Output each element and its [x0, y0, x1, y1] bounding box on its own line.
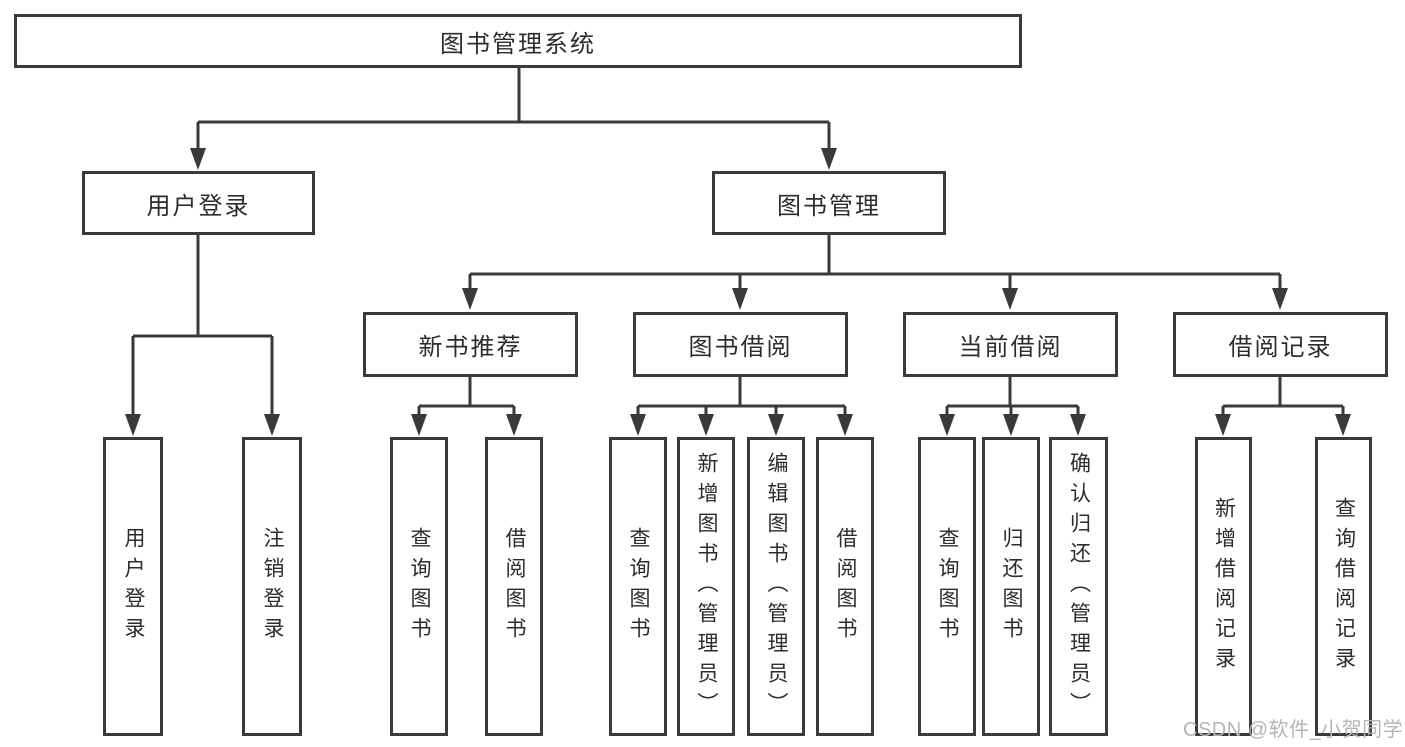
- leaf-label: 确认归还（管理员）: [1067, 451, 1091, 722]
- node-label: 借阅记录: [1228, 334, 1333, 361]
- leaf-query-books: 查询图书: [390, 437, 448, 736]
- node-borrowing-records: 借阅记录: [1173, 312, 1388, 377]
- node-book-borrowing: 图书借阅: [633, 312, 848, 377]
- leaf-borrow-books: 借阅图书: [485, 437, 543, 736]
- leaf-query-borrow-record: 查询借阅记录: [1315, 437, 1372, 736]
- leaf-label: 编辑图书（管理员）: [765, 451, 788, 722]
- leaf-label: 查询图书: [627, 526, 650, 647]
- connector-book-borrow-branch: [630, 377, 853, 436]
- leaf-add-books-admin: 新增图书（管理员）: [677, 437, 735, 736]
- leaf-return-books: 归还图书: [982, 437, 1040, 736]
- leaf-confirm-return-admin: 确认归还（管理员）: [1049, 437, 1108, 736]
- leaf-label: 查询图书: [936, 526, 959, 647]
- connector-user-login-branch: [125, 235, 280, 436]
- node-label: 新书推荐: [418, 334, 523, 361]
- leaf-label: 查询图书: [408, 526, 431, 647]
- node-label: 图书借阅: [688, 334, 793, 361]
- node-label: 图书管理系统: [440, 30, 596, 58]
- leaf-label: 用户登录: [122, 526, 145, 647]
- leaf-label: 注销登录: [261, 526, 284, 647]
- connector-book-mgmt-branch: [462, 235, 1288, 310]
- leaf-edit-books-admin: 编辑图书（管理员）: [747, 437, 805, 736]
- leaf-label: 新增图书（管理员）: [695, 451, 718, 722]
- leaf-logout: 注销登录: [242, 437, 302, 736]
- node-label: 用户登录: [146, 192, 251, 220]
- node-label: 当前借阅: [958, 334, 1063, 361]
- leaf-label: 新增借阅记录: [1212, 496, 1236, 677]
- leaf-add-borrow-record: 新增借阅记录: [1195, 437, 1252, 736]
- connector-root-branch: [190, 68, 837, 170]
- leaf-label: 归还图书: [1000, 526, 1023, 647]
- connector-current-borrow-branch: [939, 377, 1086, 436]
- node-current-borrowing: 当前借阅: [903, 312, 1118, 377]
- connector-borrow-record-branch: [1215, 377, 1351, 436]
- node-label: 图书管理: [777, 192, 881, 220]
- node-new-book-recommendation: 新书推荐: [363, 312, 578, 377]
- leaf-user-login: 用户登录: [103, 437, 163, 736]
- node-library-management-system: 图书管理系统: [14, 14, 1022, 68]
- leaf-query-books: 查询图书: [609, 437, 667, 736]
- leaf-query-books: 查询图书: [918, 437, 976, 736]
- node-user-login: 用户登录: [82, 171, 315, 235]
- leaf-borrow-books: 借阅图书: [816, 437, 874, 736]
- leaf-label: 查询借阅记录: [1332, 496, 1356, 677]
- node-book-management: 图书管理: [712, 171, 946, 235]
- connector-new-book-rec-branch: [411, 377, 522, 436]
- leaf-label: 借阅图书: [834, 526, 857, 647]
- leaf-label: 借阅图书: [503, 526, 526, 647]
- csdn-watermark: CSDN @软件_小贺同学: [1183, 719, 1404, 741]
